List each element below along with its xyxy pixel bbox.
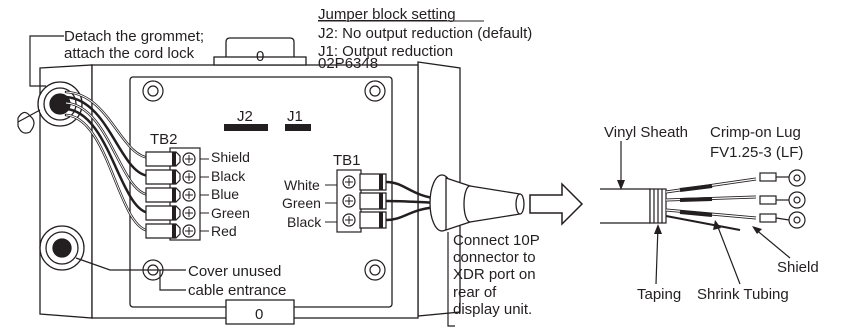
- board-id: 02P6348: [318, 55, 378, 72]
- tb1-black: Black: [287, 214, 322, 230]
- shield-label: Shield: [777, 259, 819, 276]
- crimp-lugs: [759, 169, 806, 229]
- svg-text:connector to: connector to: [453, 249, 536, 266]
- tb2-shield: Shield: [211, 149, 250, 165]
- cable-end: [17, 111, 35, 134]
- tb2-label: TB2: [150, 131, 178, 148]
- cover-leader: [75, 257, 186, 271]
- cover-text-2: cable entrance: [188, 282, 286, 299]
- tb1-wire-labels: White Green Black: [282, 177, 322, 230]
- xdr-cable-gland: [429, 174, 525, 232]
- top-mounting-tab: [213, 37, 307, 66]
- terminal-block-tb1: [336, 169, 387, 233]
- svg-text:rear of: rear of: [453, 284, 497, 301]
- tb1-label: TB1: [333, 152, 361, 169]
- bottom-mounting-tab: [225, 299, 295, 325]
- connect-text: Connect 10P connector to XDR port on rea…: [453, 232, 540, 318]
- crimp-lug-label-2: FV1.25-3 (LF): [710, 144, 803, 161]
- cable-conductors: [665, 177, 757, 231]
- svg-text:XDR port on: XDR port on: [453, 266, 536, 283]
- jumper-j1: [285, 124, 311, 131]
- jumper-j2: [224, 124, 268, 131]
- jumper-j1-label: J1: [287, 108, 303, 125]
- detach-leader: [29, 35, 64, 87]
- detach-text-1: Detach the grommet;: [64, 28, 204, 45]
- tb1-white: White: [284, 177, 320, 193]
- detach-text-2: attach the cord lock: [64, 45, 195, 62]
- svg-text:display unit.: display unit.: [453, 301, 532, 318]
- svg-text:Connect 10P: Connect 10P: [453, 232, 540, 249]
- jumper-j2-desc: J2: No output reduction (default): [318, 25, 532, 42]
- jumper-j1-desc: J1: Output reduction: [318, 43, 453, 60]
- jumper-title: Jumper block setting: [318, 6, 456, 23]
- shrink-tubing-label: Shrink Tubing: [697, 286, 789, 303]
- vinyl-sheath-label: Vinyl Sheath: [604, 124, 688, 141]
- tb2-black: Black: [211, 168, 246, 184]
- tb2-wire-labels: Shield Black Blue Green Red: [211, 149, 250, 239]
- top-tab-zero: 0: [256, 48, 264, 65]
- bottom-tab-zero: 0: [255, 306, 263, 323]
- tb2-red: Red: [211, 223, 237, 239]
- cable-grommet-bottom: [39, 225, 85, 271]
- taping-label: Taping: [637, 286, 681, 303]
- connect-leader: [447, 232, 455, 327]
- tb2-green: Green: [211, 205, 250, 221]
- mounting-holes: [142, 80, 386, 281]
- cable-prep: [600, 188, 667, 224]
- direction-arrow: [529, 182, 584, 226]
- jumper-j2-label: J2: [237, 108, 253, 125]
- tb2-blue: Blue: [211, 186, 239, 202]
- crimp-lug-label-1: Crimp-on Lug: [710, 124, 801, 141]
- tb1-green: Green: [282, 195, 321, 211]
- cover-text-1: Cover unused: [188, 263, 281, 280]
